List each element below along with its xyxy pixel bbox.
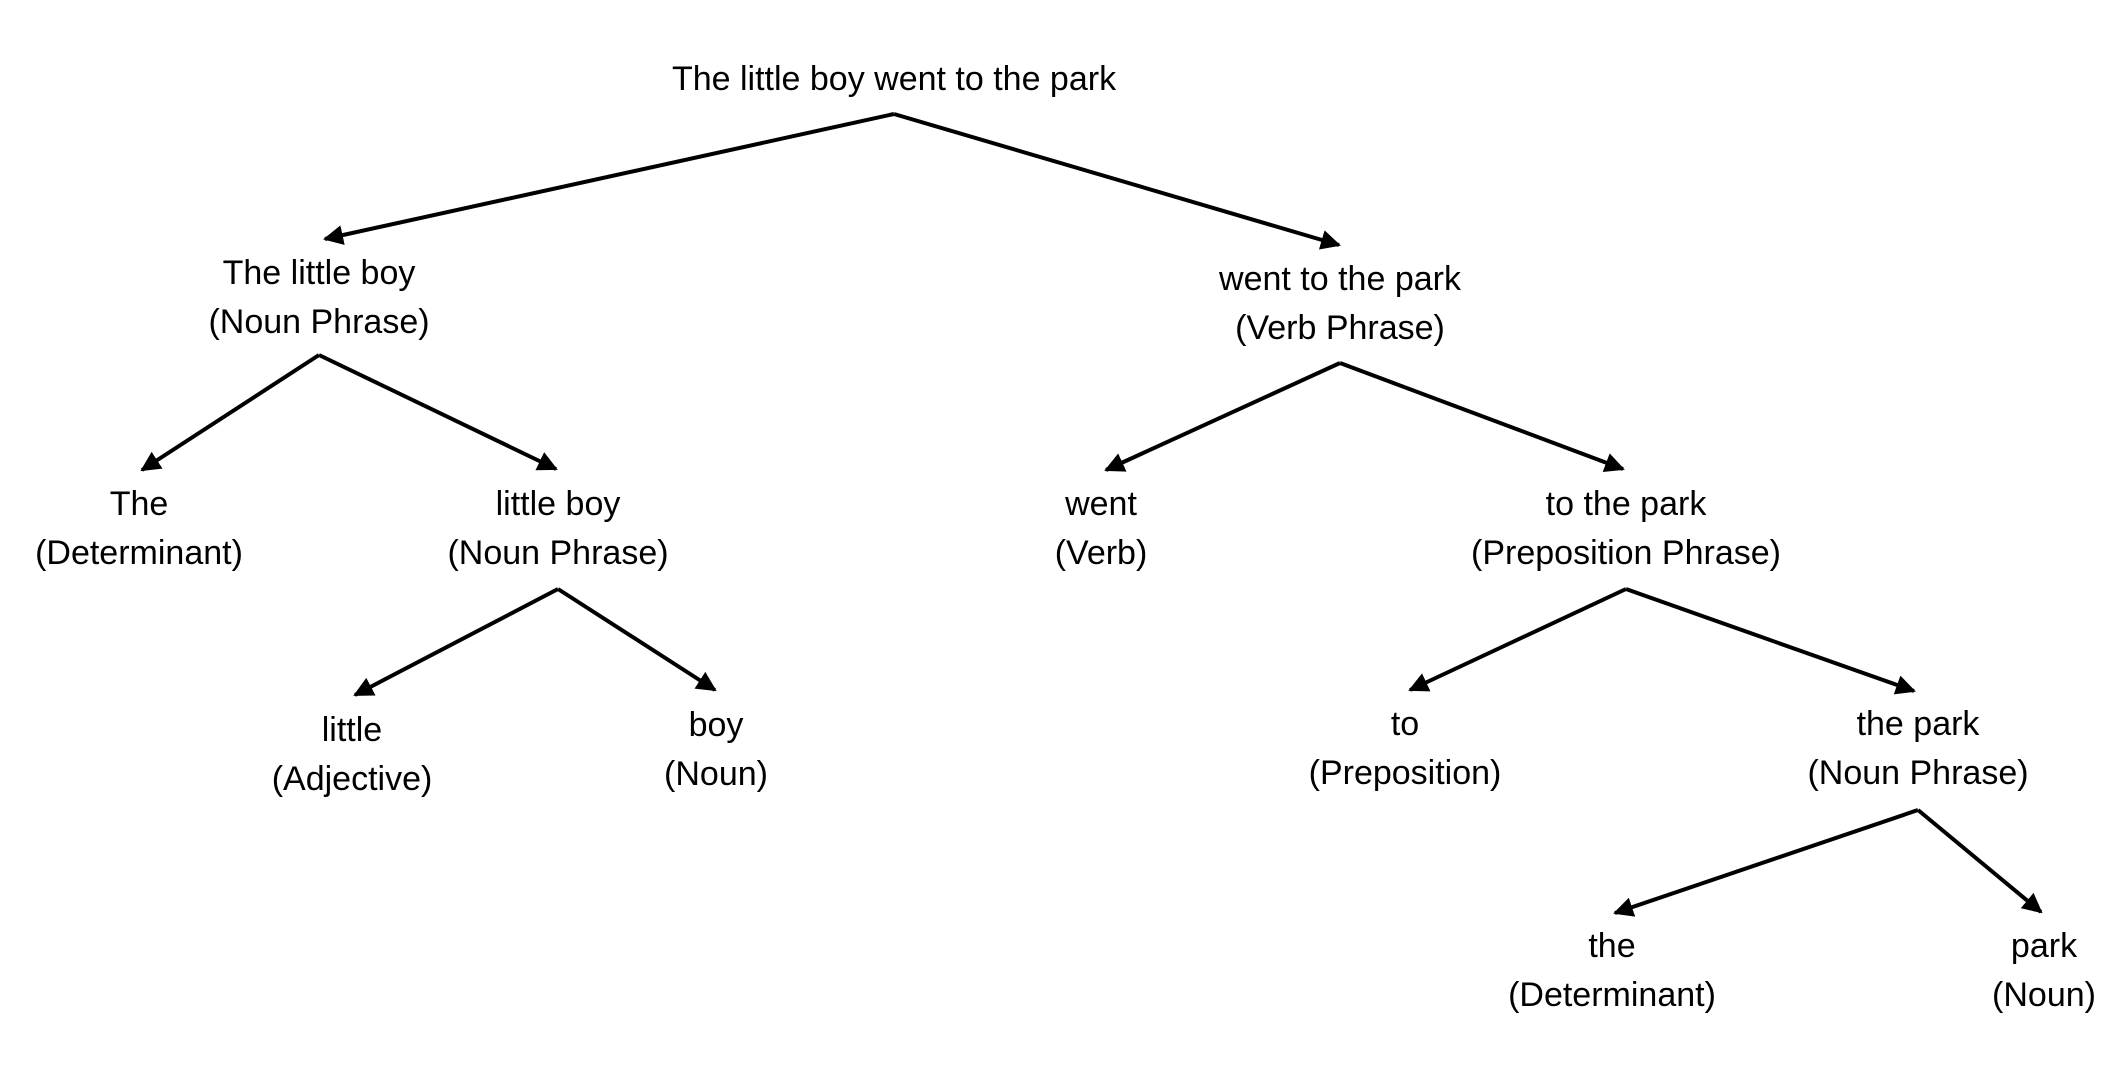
edge-preposition-phrase-to-the-park xyxy=(1625,587,1916,695)
node-text: the park xyxy=(1856,705,1980,743)
node-label: (Adjective) xyxy=(271,760,433,798)
node-text: went to the park xyxy=(1219,260,1461,298)
the-determinant-node: the (Determinant) xyxy=(1508,922,1716,1020)
node-label: (Preposition) xyxy=(1308,754,1502,792)
node-label: (Noun) xyxy=(664,755,768,793)
preposition-node: to (Preposition) xyxy=(1309,700,1502,798)
node-label: (Verb Phrase) xyxy=(1235,309,1445,347)
verb-node: went (Verb) xyxy=(1055,480,1148,578)
edge-noun-phrase-to-determinant xyxy=(140,353,321,472)
node-label: (Noun) xyxy=(1992,976,2096,1014)
edge-noun-phrase-to-little-boy xyxy=(318,353,558,471)
node-text: little boy xyxy=(495,485,621,523)
edge-the-park-to-noun xyxy=(1916,808,2043,914)
root-sentence-text: The little boy went to the park xyxy=(671,60,1117,98)
adjective-node: little (Adjective) xyxy=(272,706,433,804)
boy-noun-node: boy (Noun) xyxy=(664,701,768,799)
node-text: went xyxy=(1065,485,1137,523)
node-label: (Noun Phrase) xyxy=(1807,754,2029,792)
node-label: (Noun Phrase) xyxy=(447,534,669,572)
verb-phrase-node: went to the park (Verb Phrase) xyxy=(1219,255,1461,353)
node-label: (Verb) xyxy=(1054,534,1148,572)
preposition-phrase-node: to the park (Preposition Phrase) xyxy=(1471,480,1781,578)
edge-little-boy-to-adjective xyxy=(353,587,559,697)
edge-preposition-phrase-to-preposition xyxy=(1408,587,1627,692)
determinant-node: The (Determinant) xyxy=(35,480,243,578)
edge-verb-phrase-to-verb xyxy=(1104,361,1341,472)
node-text: to the park xyxy=(1545,485,1707,523)
node-text: the xyxy=(1588,927,1636,965)
the-park-noun-phrase-node: the park (Noun Phrase) xyxy=(1807,700,2028,798)
edge-verb-phrase-to-preposition-phrase xyxy=(1339,361,1625,473)
node-text: park xyxy=(2010,927,2078,965)
node-label: (Determinant) xyxy=(1508,976,1716,1014)
edge-root-to-verb-phrase xyxy=(893,112,1341,250)
edge-little-boy-to-noun xyxy=(556,587,717,692)
node-label: (Preposition Phrase) xyxy=(1471,534,1781,572)
node-text: little xyxy=(321,711,383,749)
node-text: The xyxy=(109,485,169,523)
node-label: (Determinant) xyxy=(35,534,243,572)
edge-root-to-noun-phrase xyxy=(323,112,895,245)
noun-phrase-node: The little boy (Noun Phrase) xyxy=(208,249,429,347)
root-sentence-node: The little boy went to the park xyxy=(672,55,1116,104)
node-text: The little boy xyxy=(222,254,416,292)
park-noun-node: park (Noun) xyxy=(1992,922,2096,1020)
node-label: (Noun Phrase) xyxy=(208,303,430,341)
little-boy-noun-phrase-node: little boy (Noun Phrase) xyxy=(447,480,668,578)
node-text: to xyxy=(1390,705,1420,743)
edge-the-park-to-determinant xyxy=(1613,808,1919,917)
node-text: boy xyxy=(688,706,744,744)
